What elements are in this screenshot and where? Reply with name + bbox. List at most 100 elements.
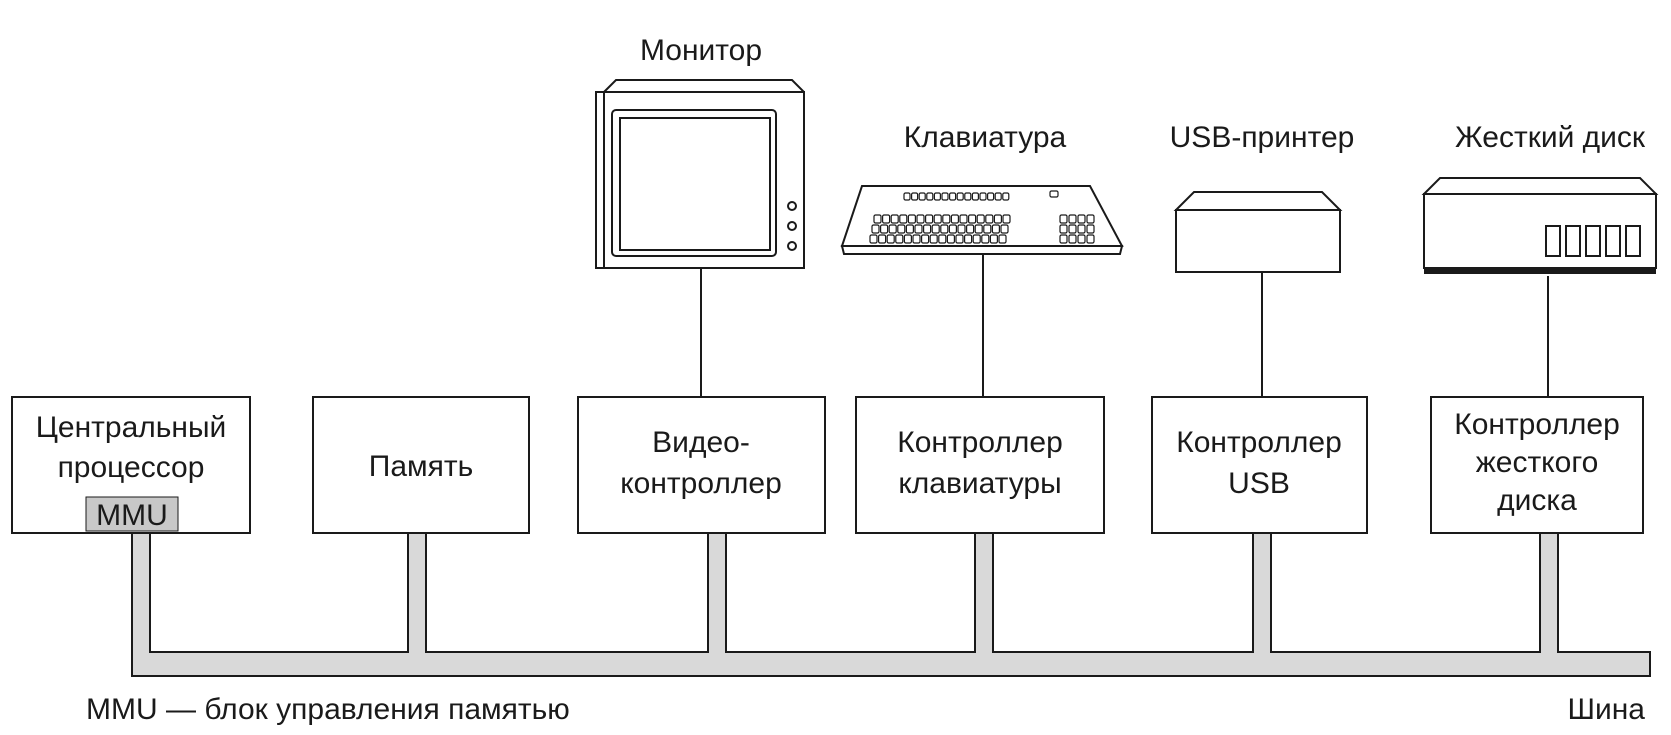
keyboard-key [959, 214, 968, 224]
keyboard-key [918, 192, 926, 201]
keyboard-key [1077, 234, 1086, 244]
usb-controller-label-line1: Контроллер [1176, 426, 1342, 459]
keyboard-key [956, 192, 964, 201]
keyboard-key [910, 192, 919, 201]
keyboard-key [948, 224, 958, 234]
keyboard-key [985, 214, 994, 224]
keyboard-key [1077, 224, 1086, 234]
keyboard-key [993, 214, 1003, 224]
disk-base [1424, 268, 1656, 274]
keyboard-key [989, 234, 999, 244]
keyboard-key [963, 234, 973, 244]
bus-label: Шина [1567, 693, 1645, 726]
keyboard-key [983, 224, 992, 234]
keyboard-keys [869, 190, 1095, 244]
keyboard-key [933, 192, 942, 201]
keyboard-key [1049, 190, 1059, 198]
keyboard-key [998, 234, 1007, 244]
keyboard-key [879, 224, 889, 234]
keyboard-key [920, 234, 930, 244]
keyboard-key [1059, 234, 1068, 244]
keyboard-key [986, 192, 995, 201]
keyboard-key [941, 192, 949, 201]
disk-controller-label-line3: диска [1497, 484, 1577, 517]
keyboard-key [897, 224, 906, 234]
keyboard-key [873, 214, 882, 224]
keyboard-key [931, 224, 940, 234]
keyboard-key [924, 214, 934, 224]
keyboard-key [938, 234, 947, 244]
keyboard-key [979, 192, 987, 201]
disk-controller-label-line2: жесткого [1476, 446, 1599, 479]
keyboard-key [1002, 192, 1010, 201]
mmu-block [85, 496, 179, 532]
keyboard-key [991, 224, 1001, 234]
keyboard-key [907, 214, 917, 224]
keyboard-key [905, 224, 915, 234]
keyboard-key [974, 224, 983, 234]
printer-label: USB-принтер [1170, 121, 1355, 154]
keyboard-key [1002, 214, 1011, 224]
keyboard-key [994, 192, 1002, 201]
usb-controller-label-line2: USB [1228, 467, 1290, 500]
keyboard-key [881, 214, 891, 224]
keyboard-key [946, 234, 956, 244]
keyboard-key [1059, 214, 1068, 224]
video-label-line1: Видео- [652, 426, 750, 459]
keyboard-key [950, 214, 960, 224]
mmu-label: MMU [96, 499, 168, 532]
keyboard-key [922, 224, 932, 234]
keyboard-key [899, 214, 908, 224]
keyboard-key [971, 192, 980, 201]
keyboard-controller-box: Контроллер клавиатуры [855, 396, 1105, 534]
keyboard-key [942, 214, 951, 224]
keyboard-key [871, 224, 880, 234]
keyboard-key [976, 214, 985, 224]
monitor-label: Монитор [640, 34, 762, 67]
keyboard-key [948, 192, 957, 201]
keyboard-key [1086, 224, 1095, 234]
disk-controller-label-line1: Контроллер [1454, 408, 1620, 441]
keyboard-key [1000, 224, 1009, 234]
keyboard-key [1086, 214, 1095, 224]
keyboard-key [964, 192, 972, 201]
keyboard-key [916, 214, 925, 224]
keyboard-key [912, 234, 921, 244]
keyboard-label: Клавиатура [904, 121, 1067, 154]
keyboard-key [877, 234, 887, 244]
harddisk-label: Жесткий диск [1455, 121, 1646, 154]
keyboard-key [914, 224, 923, 234]
keyboard-key [1068, 214, 1077, 224]
keyboard-key [981, 234, 990, 244]
keyboard-key [1086, 234, 1095, 244]
cpu-box: Центральный процессор MMU [11, 396, 251, 534]
usb-printer-icon: USB-принтер [1170, 121, 1355, 273]
keyboard-icon: Клавиатура [840, 121, 1124, 255]
mmu-legend: MMU — блок управления памятью [86, 693, 570, 726]
keyboard-key [933, 214, 942, 224]
keyboard-key [890, 214, 899, 224]
keyboard-controller-label-line1: Контроллер [897, 426, 1063, 459]
monitor-icon: Монитор [595, 34, 805, 269]
keyboard-key [1068, 234, 1077, 244]
keyboard-key [1059, 224, 1068, 234]
keyboard-controller-label-line2: клавиатуры [898, 467, 1061, 500]
keyboard-key [1077, 214, 1086, 224]
keyboard-key [888, 224, 897, 234]
keyboard-key [965, 224, 975, 234]
keyboard-key [903, 234, 913, 244]
system-bus [131, 532, 1651, 677]
hard-disk-icon: Жесткий диск [1421, 121, 1659, 274]
memory-label: Память [369, 450, 474, 483]
keyboard-key [957, 224, 966, 234]
disk-indicators [1545, 225, 1641, 257]
keyboard-key [929, 234, 938, 244]
bus-channel [131, 532, 1651, 677]
cpu-label-line2: процессор [58, 451, 205, 484]
keyboard-key [903, 192, 911, 201]
cpu-label-line1: Центральный [36, 411, 227, 444]
memory-box: Память [312, 396, 530, 534]
keyboard-key [1068, 224, 1077, 234]
usb-controller-box: Контроллер USB [1151, 396, 1368, 534]
